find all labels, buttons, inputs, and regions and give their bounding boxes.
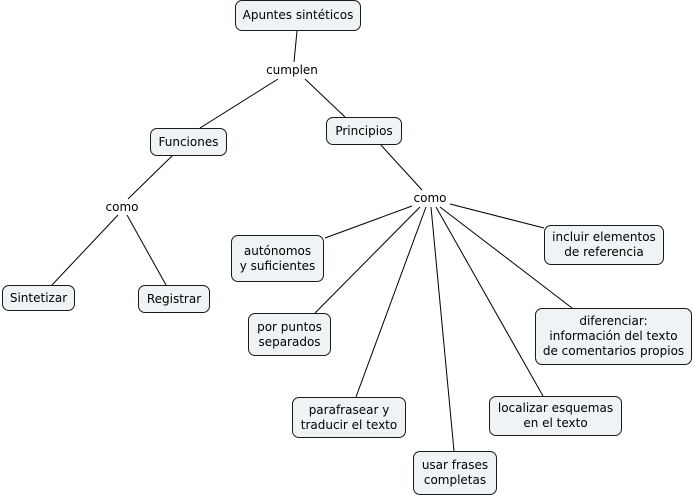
concept-autonomos[interactable]: autónomos y suficientes: [231, 235, 324, 282]
concept-sintetizar[interactable]: Sintetizar: [2, 285, 75, 311]
link-como-parafrasear: [355, 206, 427, 398]
concept-registrar[interactable]: Registrar: [138, 285, 210, 313]
link-como-por-puntos: [314, 206, 421, 314]
link-cumplen-principios: [304, 78, 346, 118]
link-como-sintetizar: [51, 214, 119, 286]
concept-usar-frases[interactable]: usar frases completas: [413, 451, 497, 495]
link-cumplen-funciones: [199, 78, 279, 129]
link-como-registrar: [126, 214, 167, 286]
link-principios-como: [379, 143, 423, 191]
concept-localizar[interactable]: localizar esquemas en el texto: [489, 396, 622, 436]
linking-phrase-como-right: como: [411, 191, 449, 205]
link-funciones-como: [127, 154, 174, 200]
concept-principios[interactable]: Principios: [326, 117, 402, 145]
concept-diferenciar[interactable]: diferenciar: información del texto de co…: [535, 308, 692, 365]
linking-phrase-como-left: como: [103, 200, 141, 214]
concept-incluir[interactable]: incluir elementos de referencia: [544, 225, 664, 265]
link-como-usar-frases: [430, 206, 455, 452]
link-como-diferenciar: [439, 206, 573, 309]
concept-parafrasear[interactable]: parafrasear y traducir el texto: [292, 397, 406, 438]
link-como-incluir: [449, 203, 545, 229]
concept-por-puntos[interactable]: por puntos separados: [248, 313, 331, 356]
concept-apuntes-sinteticos[interactable]: Apuntes sintéticos: [235, 0, 361, 31]
concept-funciones[interactable]: Funciones: [150, 128, 227, 156]
link-root-cumplen: [293, 30, 298, 63]
linking-phrase-cumplen: cumplen: [264, 63, 320, 77]
link-como-autonomos: [324, 205, 413, 239]
link-como-localizar: [435, 206, 544, 397]
